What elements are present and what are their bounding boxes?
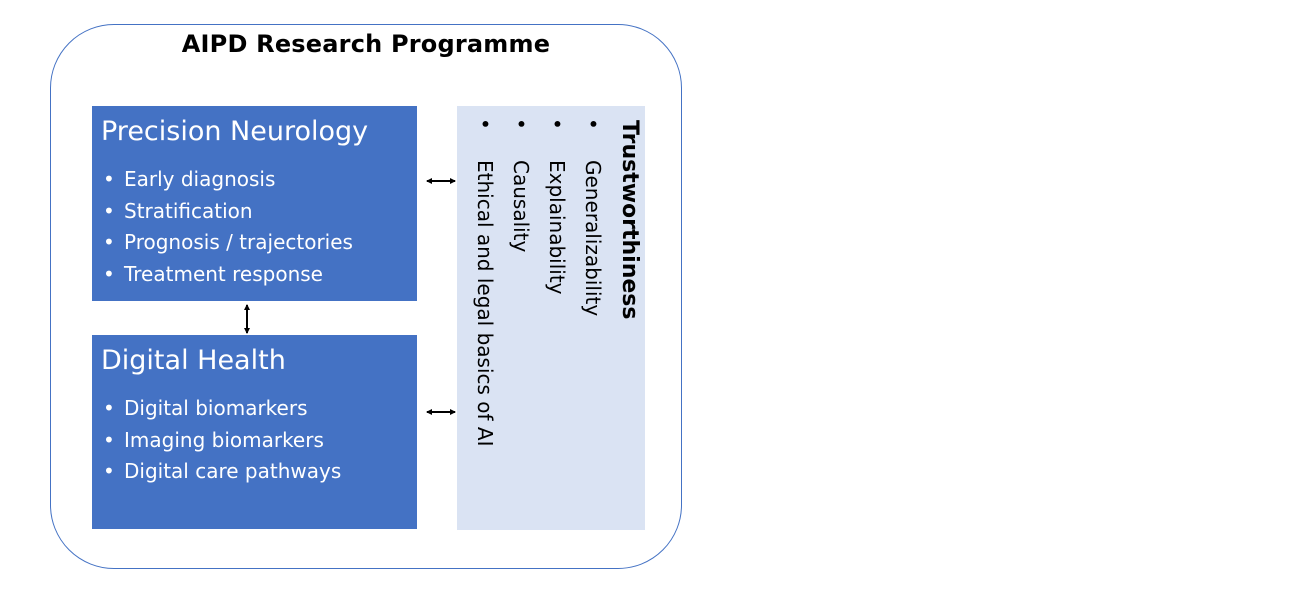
list-item: • Prognosis / trajectories	[103, 227, 353, 259]
digital-health-list: •Digital biomarkers •Imaging biomarkers …	[103, 393, 341, 488]
digital-health-box: Digital Health • Digital biomarkers • Imag…	[92, 335, 417, 529]
programme-title: AIPD Research Programme	[181, 30, 551, 58]
bullet-icon: •	[103, 427, 115, 452]
bullet-icon: •	[103, 261, 115, 286]
list-item: • Treatment response	[103, 259, 353, 291]
bullet-icon: •	[103, 396, 115, 420]
precision-neurology-list: • Early diagnosis • Stratification • Progno…	[103, 164, 353, 290]
bullet-icon: •	[103, 459, 115, 483]
bullet-icon: •	[103, 230, 115, 254]
precision-neurology-title: Precision Neurology	[101, 116, 369, 147]
trustworthiness-box: Trustworthiness •Generalizability •Expla…	[457, 106, 645, 530]
list-item: • Early diagnosis	[103, 164, 353, 196]
list-item: • Stratification	[103, 196, 353, 228]
list-item-label: Imaging biomarkers	[124, 427, 324, 452]
bullet-icon: •	[103, 167, 115, 191]
list-item-label: Digital care pathways	[124, 459, 342, 483]
list-item-label: Stratification	[124, 198, 253, 223]
list-item: • Imaging biomarkers	[103, 425, 341, 457]
programme-outline	[50, 24, 682, 569]
bullet-icon: •	[103, 198, 115, 223]
digital-health-title: Digital Health	[101, 345, 286, 376]
list-item: • Digital biomarkers	[103, 393, 341, 425]
list-item-label: Early diagnosis	[124, 167, 276, 191]
list-item-label: Digital biomarkers	[124, 396, 308, 420]
list-item: • Digital care pathways	[103, 456, 341, 488]
list-item-label: Treatment response	[124, 261, 323, 286]
list-item-label: Prognosis / trajectories	[124, 230, 353, 254]
precision-neurology-box: Precision Neurology • Early diagnosis • St…	[92, 106, 417, 301]
